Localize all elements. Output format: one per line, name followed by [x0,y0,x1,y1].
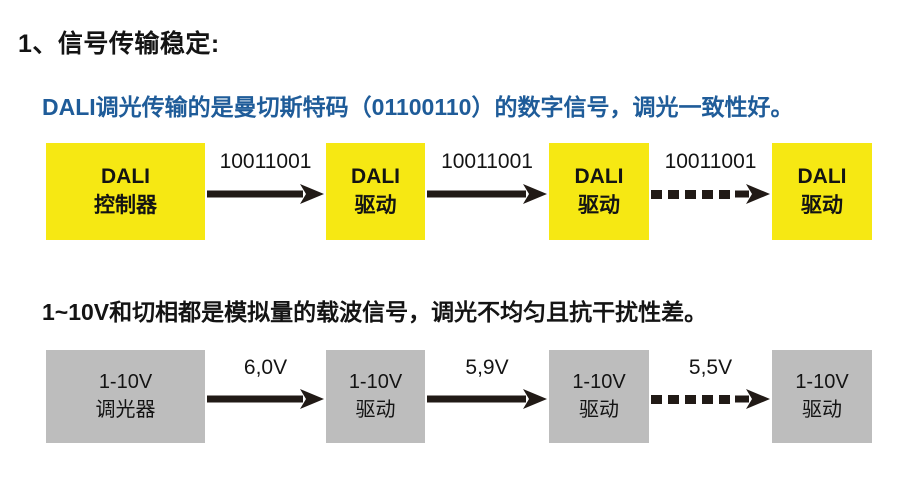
dali-node-driver-1: DALI 驱动 [326,143,425,240]
arrow-right-dashed-icon [651,389,770,409]
arrow-right-dashed-icon [651,184,770,204]
node-label-line1: DALI [351,164,400,188]
dali-node-driver-2: DALI 驱动 [549,143,649,240]
node-label-line2: 控制器 [94,193,157,217]
node-label-line1: DALI [574,164,624,188]
analog-description-text: 1~10V和切相都是模拟量的载波信号，调光不均匀且抗干扰性差。 [42,299,708,325]
node-label-line1: DALI [101,164,150,188]
connector-label: 10011001 [664,150,757,173]
arrow-right-icon [207,184,324,204]
connector-label: 10011001 [219,150,312,173]
dali-node-driver-3: DALI 驱动 [772,143,872,240]
node-label-line1: 1-10V [348,370,403,393]
analog-connector-2: 5,9V [425,350,549,447]
node-label-line1: 1-10V [98,370,153,393]
node-label-line1: DALI [797,164,847,188]
connector-label: 6,0V [243,356,288,379]
dali-connector-3: 10011001 [649,143,772,240]
node-label-line2: 驱动 [355,398,396,421]
node-label-line2: 驱动 [802,398,842,421]
dali-node-controller: DALI 控制器 [46,143,205,240]
node-label-line2: 驱动 [579,398,619,421]
connector-label: 5,9V [465,356,509,379]
page-title: 1、信号传输稳定: [18,30,220,58]
arrow-right-icon [427,184,547,204]
analog-flow-diagram: 1-10V 调光器 6,0V 1-10V 驱动 5,9V 1-10V 驱动 [0,350,900,450]
dali-description-text: DALI调光传输的是曼切斯特码（01100110）的数字信号，调光一致性好。 [42,94,794,120]
connector-label: 5,5V [688,356,733,379]
dali-connector-2: 10011001 [425,143,549,240]
analog-node-driver-2: 1-10V 驱动 [549,350,649,443]
analog-node-driver-1: 1-10V 驱动 [326,350,425,443]
analog-connector-3: 5,5V [649,350,772,447]
connector-label: 10011001 [441,150,533,173]
dali-connector-1: 10011001 [205,143,326,240]
node-label-line1: 1-10V [795,370,849,393]
arrow-right-icon [427,389,547,409]
node-label-line2: 驱动 [354,193,397,217]
node-label-line2: 驱动 [801,193,843,217]
arrow-right-icon [207,389,324,409]
node-label-line1: 1-10V [572,370,626,393]
analog-node-driver-3: 1-10V 驱动 [772,350,872,443]
analog-connector-1: 6,0V [205,350,326,447]
dali-flow-diagram: DALI 控制器 10011001 DALI 驱动 10011001 DALI … [0,143,900,243]
analog-node-dimmer: 1-10V 调光器 [46,350,205,443]
node-label-line2: 驱动 [578,193,620,217]
node-label-line2: 调光器 [95,398,156,421]
